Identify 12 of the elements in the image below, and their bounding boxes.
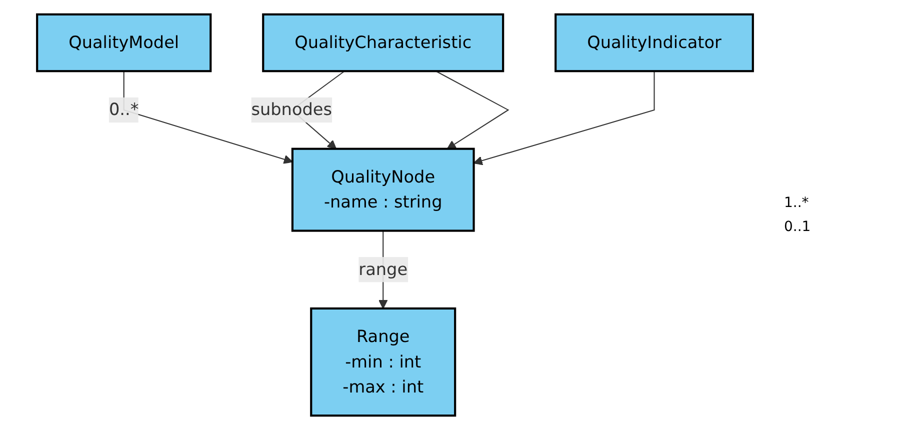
arrow [436,70,510,150]
edge-label: subnodes [251,99,332,120]
edge-label: 0..* [108,99,139,120]
node-box: QualityCharacteristic [262,13,504,72]
node-box: QualityModel [36,13,212,72]
node-box: Range -min : int -max : int [310,307,456,417]
node-box: QualityNode -name : string [291,148,475,232]
arrow [473,71,655,166]
edge-label: range [358,259,408,280]
multiplicity-label: 1..* [784,195,810,211]
multiplicity-label: 0..1 [784,219,812,235]
node-box: QualityIndicator [554,13,754,72]
